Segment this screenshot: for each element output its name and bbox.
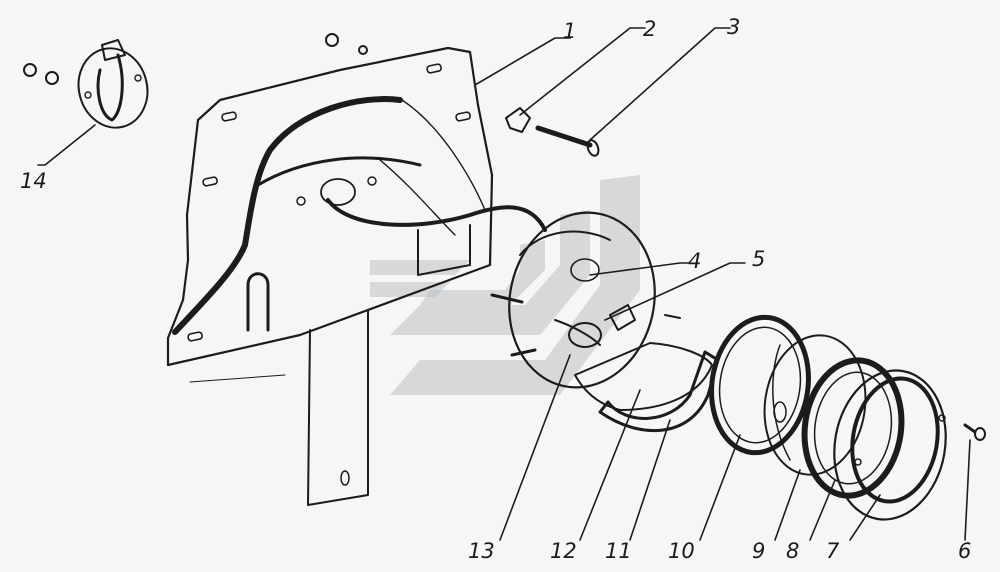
leader-lines bbox=[37, 27, 971, 541]
ring-10 bbox=[709, 314, 811, 456]
callout-13: 13 bbox=[468, 539, 495, 563]
bolt bbox=[535, 125, 600, 157]
clip bbox=[505, 107, 531, 133]
mounting-plate bbox=[166, 46, 547, 506]
callout-2: 2 bbox=[643, 17, 656, 41]
callout-11: 11 bbox=[605, 539, 632, 563]
callout-1: 1 bbox=[563, 19, 576, 43]
callout-12: 12 bbox=[550, 539, 577, 563]
bezel-7 bbox=[833, 369, 947, 521]
gasket bbox=[574, 342, 713, 411]
watermark-logo bbox=[370, 175, 640, 395]
seal-strip bbox=[598, 350, 720, 433]
callout-6: 6 bbox=[958, 539, 971, 563]
screw bbox=[963, 423, 986, 441]
callout-7: 7 bbox=[826, 539, 840, 563]
callout-5: 5 bbox=[752, 247, 765, 271]
top-nuts bbox=[325, 33, 368, 55]
callout-4: 4 bbox=[688, 249, 701, 273]
rim-ring-8 bbox=[801, 357, 905, 499]
lamp-housing bbox=[490, 211, 681, 389]
callout-8: 8 bbox=[786, 539, 799, 563]
callout-3: 3 bbox=[727, 15, 740, 39]
bracket-with-nuts bbox=[23, 39, 149, 129]
callout-14: 14 bbox=[20, 169, 47, 193]
callout-10: 10 bbox=[668, 539, 695, 563]
callout-labels: 1 2 3 4 5 6 7 8 9 10 11 12 13 14 bbox=[20, 15, 971, 563]
lens-9 bbox=[763, 334, 867, 476]
callout-9: 9 bbox=[752, 539, 765, 563]
